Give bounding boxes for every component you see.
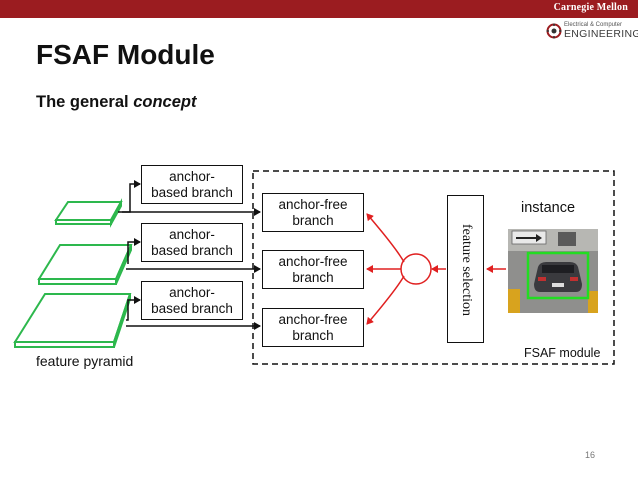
anchor-based-branch-2: anchor-based branch <box>141 223 243 262</box>
slide-subtitle: The general concept <box>36 93 196 112</box>
header-bar: Carnegie Mellon <box>0 0 638 18</box>
anchor-based-line2: based branch <box>151 242 233 258</box>
subtitle-plain: The general <box>36 93 134 111</box>
car-instance-image <box>508 229 598 313</box>
arrow-to-anchor-based-1 <box>122 180 141 213</box>
anchor-free-line1: anchor-free <box>278 253 348 269</box>
red-arrow-to-branch-top <box>366 213 405 263</box>
page-number: 16 <box>585 450 596 460</box>
anchor-free-line2: branch <box>292 212 334 228</box>
anchor-free-line1: anchor-free <box>278 311 348 327</box>
selection-switch-circle <box>400 253 432 285</box>
anchor-based-line2: based branch <box>151 300 233 316</box>
fsaf-module-container <box>252 170 615 365</box>
anchor-based-line1: anchor- <box>169 284 215 300</box>
subtitle-italic: concept <box>133 93 197 111</box>
anchor-based-branch-3: anchor-based branch <box>141 281 243 320</box>
ece-logo: Electrical & Computer ENGINEERING <box>546 21 638 41</box>
arrow-to-anchor-based-2 <box>127 238 141 264</box>
anchor-based-line2: based branch <box>151 184 233 200</box>
arrow-to-anchor-based-3 <box>126 296 141 321</box>
logo-dept-small: Electrical & Computer <box>564 22 623 28</box>
university-name: Carnegie Mellon <box>553 2 628 13</box>
anchor-based-line1: anchor- <box>169 168 215 184</box>
anchor-free-line1: anchor-free <box>278 196 348 212</box>
feature-selection-box: feature selection <box>447 195 484 343</box>
anchor-based-line1: anchor- <box>169 226 215 242</box>
detection-box <box>526 251 590 300</box>
pyramid-level-middle <box>37 244 133 285</box>
fsaf-module-label: FSAF module <box>524 346 601 360</box>
instance-photo <box>508 229 598 313</box>
gear-logo-icon <box>546 23 562 39</box>
pyramid-level-bottom <box>13 293 132 348</box>
anchor-free-line2: branch <box>292 269 334 285</box>
instance-label: instance <box>521 200 576 216</box>
feature-selection-label: feature selection <box>459 223 474 317</box>
slide-title: FSAF Module <box>36 39 215 70</box>
pyramid-level-top <box>54 198 123 228</box>
anchor-based-branch-1: anchor-based branch <box>141 165 243 204</box>
red-arrow-to-branch-bottom <box>366 275 405 325</box>
feature-pyramid-label: feature pyramid <box>36 353 134 369</box>
anchor-free-line2: branch <box>292 327 334 343</box>
logo-dept-big: ENGINEERING <box>564 28 638 40</box>
